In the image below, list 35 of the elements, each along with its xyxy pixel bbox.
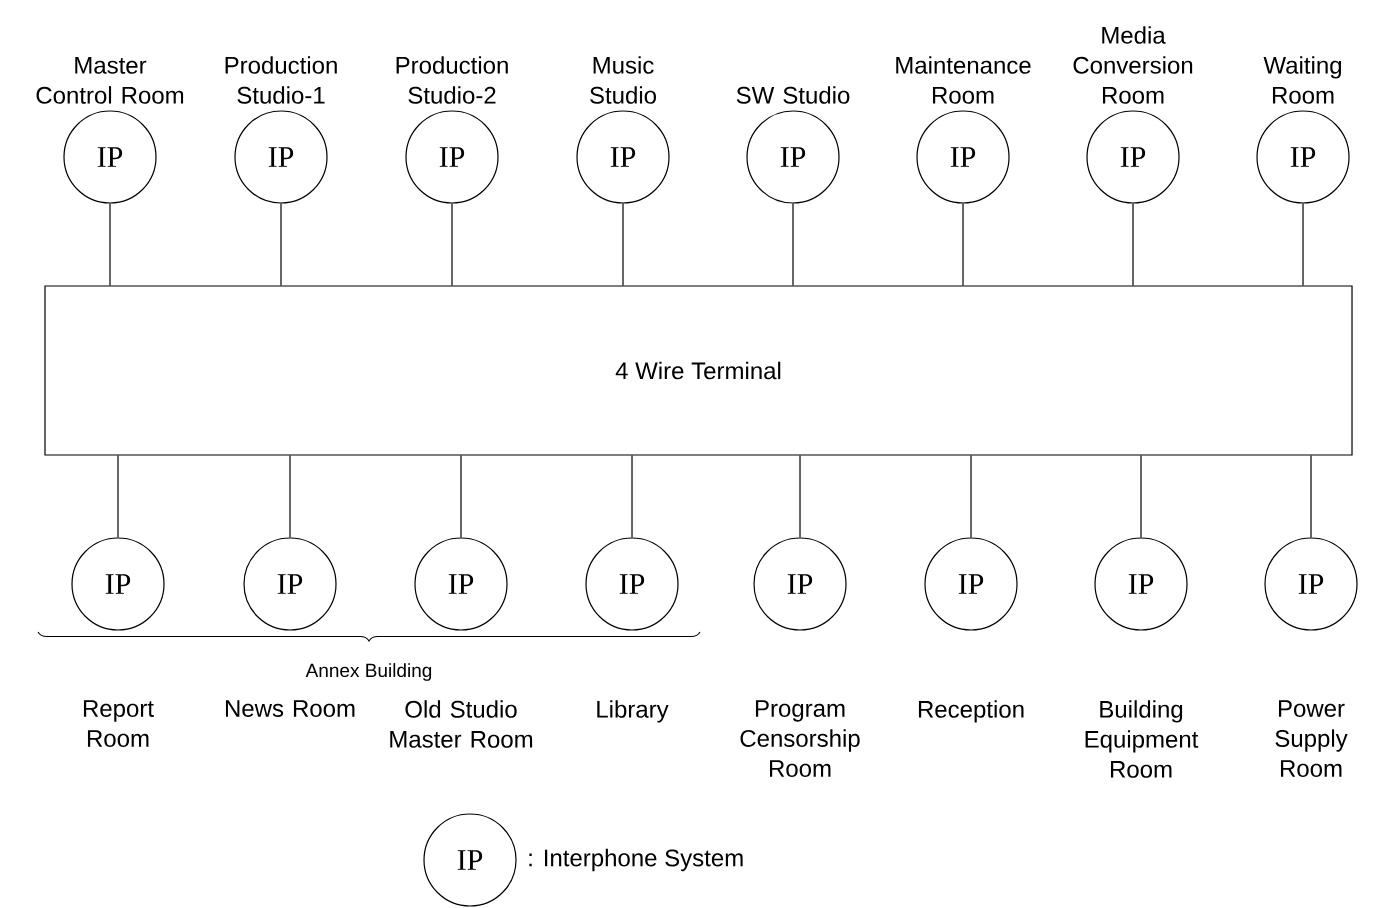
- room-label: Library: [597, 700, 669, 723]
- room-label: Waiting Room: [1263, 56, 1341, 104]
- connector-line: [289, 455, 291, 538]
- room-label: Old Studio Master Room: [390, 700, 533, 748]
- room-label: Production Studio-1: [225, 56, 337, 104]
- room-label: Music Studio: [590, 56, 656, 104]
- connector-line: [1310, 455, 1312, 538]
- connector-line: [792, 203, 794, 286]
- connector-line: [799, 455, 801, 538]
- legend-text: : Interphone System: [529, 848, 743, 872]
- connector-line: [1132, 203, 1134, 286]
- room-label: Report Room: [83, 700, 154, 747]
- connector-line: [970, 455, 972, 538]
- room-label: Master Control Room: [36, 57, 184, 104]
- room-label: Media Conversion Room: [1073, 26, 1193, 104]
- connector-line: [109, 203, 111, 286]
- connector-line: [451, 203, 453, 286]
- room-label: Program Censorship Room: [740, 700, 860, 777]
- connector-line: [1140, 455, 1142, 538]
- terminal-box: 4 Wire Terminal: [44, 285, 1353, 456]
- room-label: SW Studio: [736, 86, 850, 104]
- connector-line: [631, 455, 633, 538]
- room-label: Building Equipment Room: [1085, 700, 1199, 778]
- room-label: Reception: [918, 700, 1024, 723]
- connector-line: [460, 455, 462, 538]
- room-label: Maintenance Room: [896, 56, 1031, 104]
- connector-line: [1302, 203, 1304, 286]
- group-label: Annex Building: [305, 663, 432, 681]
- connector-line: [622, 203, 624, 286]
- room-label: Production Studio-2: [396, 56, 508, 104]
- connector-line: [962, 203, 964, 286]
- room-label: News Room: [225, 700, 355, 717]
- connector-line: [280, 203, 282, 286]
- room-label: Power Supply Room: [1275, 700, 1348, 777]
- connector-line: [117, 455, 119, 538]
